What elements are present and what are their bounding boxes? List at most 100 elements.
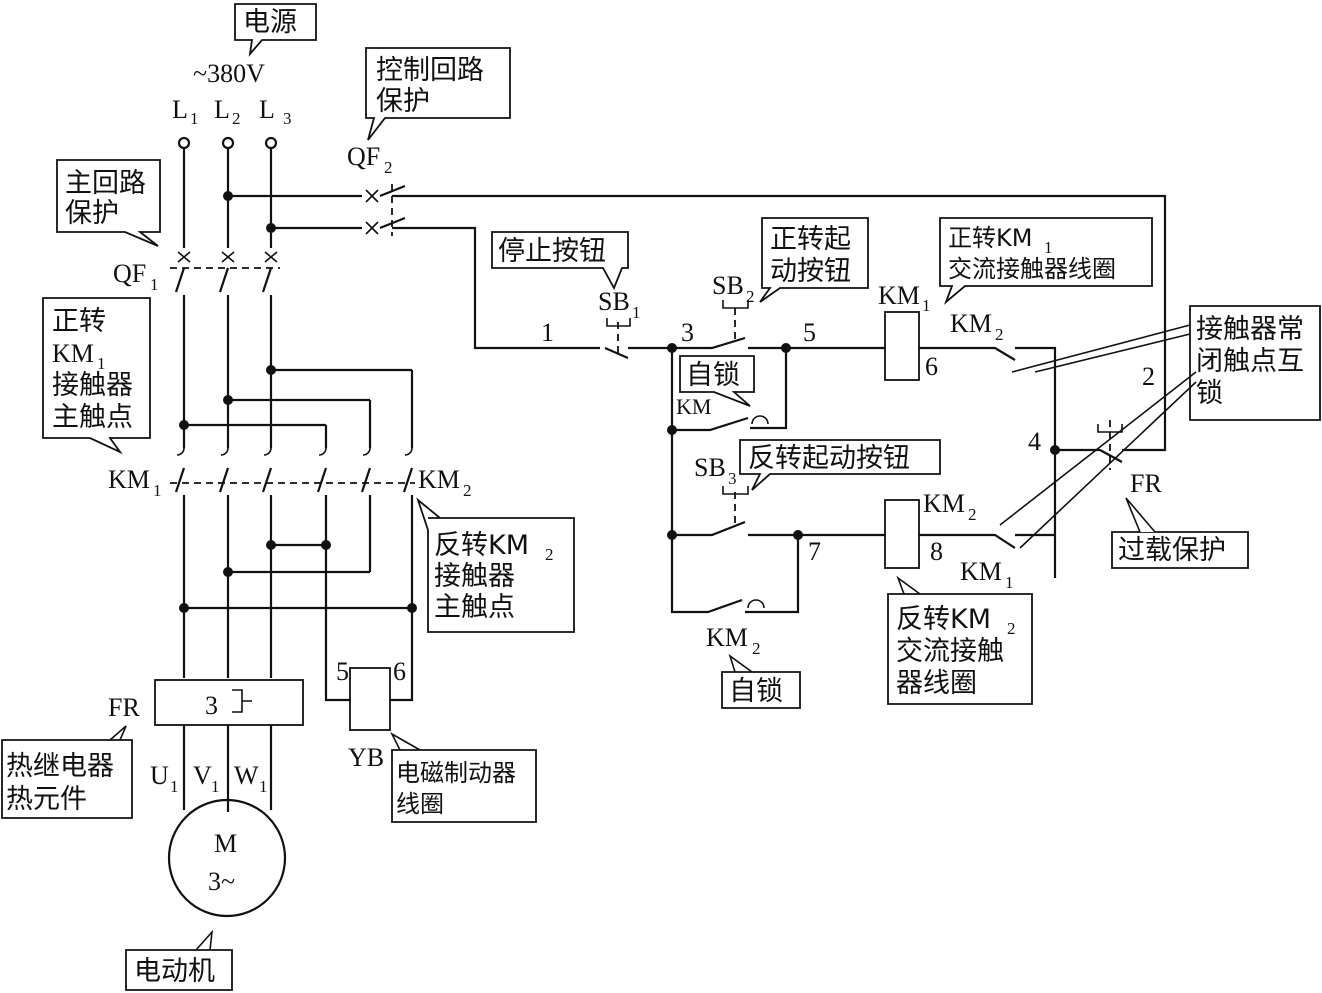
svg-text:2: 2	[752, 639, 761, 658]
svg-text:1: 1	[97, 354, 106, 373]
svg-text:接触器: 接触器	[434, 561, 515, 592]
svg-text:KM: KM	[878, 281, 920, 310]
svg-text:2: 2	[545, 545, 554, 564]
km2-coil	[884, 499, 920, 569]
km1-coil	[884, 311, 920, 381]
svg-text:M: M	[214, 829, 237, 858]
svg-text:停止按钮: 停止按钮	[498, 236, 606, 267]
svg-text:交流接触器线圈: 交流接触器线圈	[948, 255, 1116, 283]
svg-text:1: 1	[170, 777, 179, 796]
svg-text:QF: QF	[347, 142, 380, 171]
svg-text:保护: 保护	[65, 198, 119, 229]
svg-text:自锁: 自锁	[729, 676, 783, 707]
svg-text:W: W	[234, 761, 259, 790]
thermal-relay-fr	[154, 679, 304, 726]
svg-text:5: 5	[336, 657, 349, 686]
main-circuit	[154, 136, 417, 918]
terminal-l2	[221, 136, 235, 150]
svg-text:接触器常: 接触器常	[1196, 314, 1304, 345]
svg-text:6: 6	[393, 657, 406, 686]
svg-text:自锁: 自锁	[686, 360, 740, 391]
svg-text:1: 1	[632, 303, 641, 322]
svg-text:3: 3	[205, 691, 218, 720]
svg-text:1: 1	[150, 275, 159, 294]
svg-text:KM: KM	[108, 465, 150, 494]
svg-text:L: L	[172, 95, 188, 124]
svg-text:SB: SB	[598, 287, 630, 316]
svg-text:FR: FR	[108, 693, 140, 722]
svg-text:KM: KM	[923, 489, 965, 518]
svg-text:2: 2	[746, 287, 755, 306]
svg-text:3~: 3~	[208, 867, 235, 896]
svg-text:3: 3	[681, 318, 694, 347]
motor-m	[167, 798, 287, 918]
svg-text:L: L	[214, 95, 230, 124]
svg-text:SB: SB	[712, 271, 744, 300]
svg-text:2: 2	[384, 158, 393, 177]
svg-text:控制回路: 控制回路	[376, 55, 484, 86]
svg-text:主触点: 主触点	[52, 402, 133, 433]
svg-text:YB: YB	[348, 743, 384, 772]
svg-text:反转KM: 反转KM	[434, 530, 529, 561]
svg-text:QF: QF	[113, 259, 146, 288]
svg-text:正转起: 正转起	[770, 224, 851, 255]
svg-text:KM: KM	[706, 623, 748, 652]
voltage-label: ~380V	[193, 59, 265, 88]
svg-text:电磁制动器: 电磁制动器	[396, 759, 516, 787]
svg-text:主触点: 主触点	[434, 592, 515, 623]
svg-text:交流接触: 交流接触	[896, 636, 1004, 667]
svg-text:6: 6	[925, 352, 938, 381]
svg-text:L: L	[259, 95, 275, 124]
svg-text:闭触点互: 闭触点互	[1196, 346, 1304, 377]
svg-text:4: 4	[1028, 427, 1041, 456]
svg-text:2: 2	[463, 481, 472, 500]
svg-text:8: 8	[930, 537, 943, 566]
svg-text:线圈: 线圈	[396, 790, 444, 818]
svg-text:正转: 正转	[52, 306, 106, 337]
svg-text:动按钮: 动按钮	[770, 256, 851, 287]
terminal-l3	[264, 136, 278, 150]
svg-text:1: 1	[541, 318, 554, 347]
svg-text:FR: FR	[1130, 469, 1162, 498]
svg-text:2: 2	[1142, 362, 1155, 391]
terminal-l1	[177, 136, 191, 150]
svg-text:1: 1	[153, 481, 162, 500]
svg-text:KM: KM	[960, 557, 1002, 586]
brake-coil-yb	[349, 667, 391, 731]
svg-text:1: 1	[1005, 573, 1014, 592]
svg-text:反转KM: 反转KM	[896, 604, 991, 635]
svg-text:1: 1	[190, 109, 199, 128]
svg-text:SB: SB	[694, 453, 726, 482]
svg-text:1: 1	[211, 777, 220, 796]
svg-text:主回路: 主回路	[65, 168, 146, 199]
svg-text:5: 5	[803, 318, 816, 347]
svg-text:3: 3	[728, 469, 737, 488]
svg-text:2: 2	[968, 505, 977, 524]
svg-text:KM: KM	[52, 339, 94, 368]
svg-text:3: 3	[283, 109, 292, 128]
svg-text:热继电器: 热继电器	[6, 751, 114, 782]
svg-text:V: V	[193, 761, 212, 790]
svg-text:正转KM: 正转KM	[948, 224, 1032, 252]
svg-text:接触器: 接触器	[52, 370, 133, 401]
svg-text:7: 7	[808, 537, 821, 566]
svg-text:2: 2	[1007, 619, 1016, 638]
svg-text:1: 1	[259, 777, 268, 796]
svg-text:器线圈: 器线圈	[896, 668, 977, 699]
svg-text:1: 1	[922, 296, 931, 315]
svg-text:锁: 锁	[1196, 378, 1223, 409]
svg-text:2: 2	[232, 109, 241, 128]
svg-text:KM: KM	[676, 394, 711, 419]
svg-text:电动机: 电动机	[134, 956, 215, 987]
svg-text:1: 1	[1044, 238, 1053, 257]
control-circuit	[228, 184, 1167, 614]
svg-text:2: 2	[995, 325, 1004, 344]
svg-text:反转起动按钮: 反转起动按钮	[748, 443, 910, 474]
svg-text:KM: KM	[950, 309, 992, 338]
callout-power: 电源	[243, 7, 297, 38]
svg-text:热元件: 热元件	[6, 784, 87, 815]
